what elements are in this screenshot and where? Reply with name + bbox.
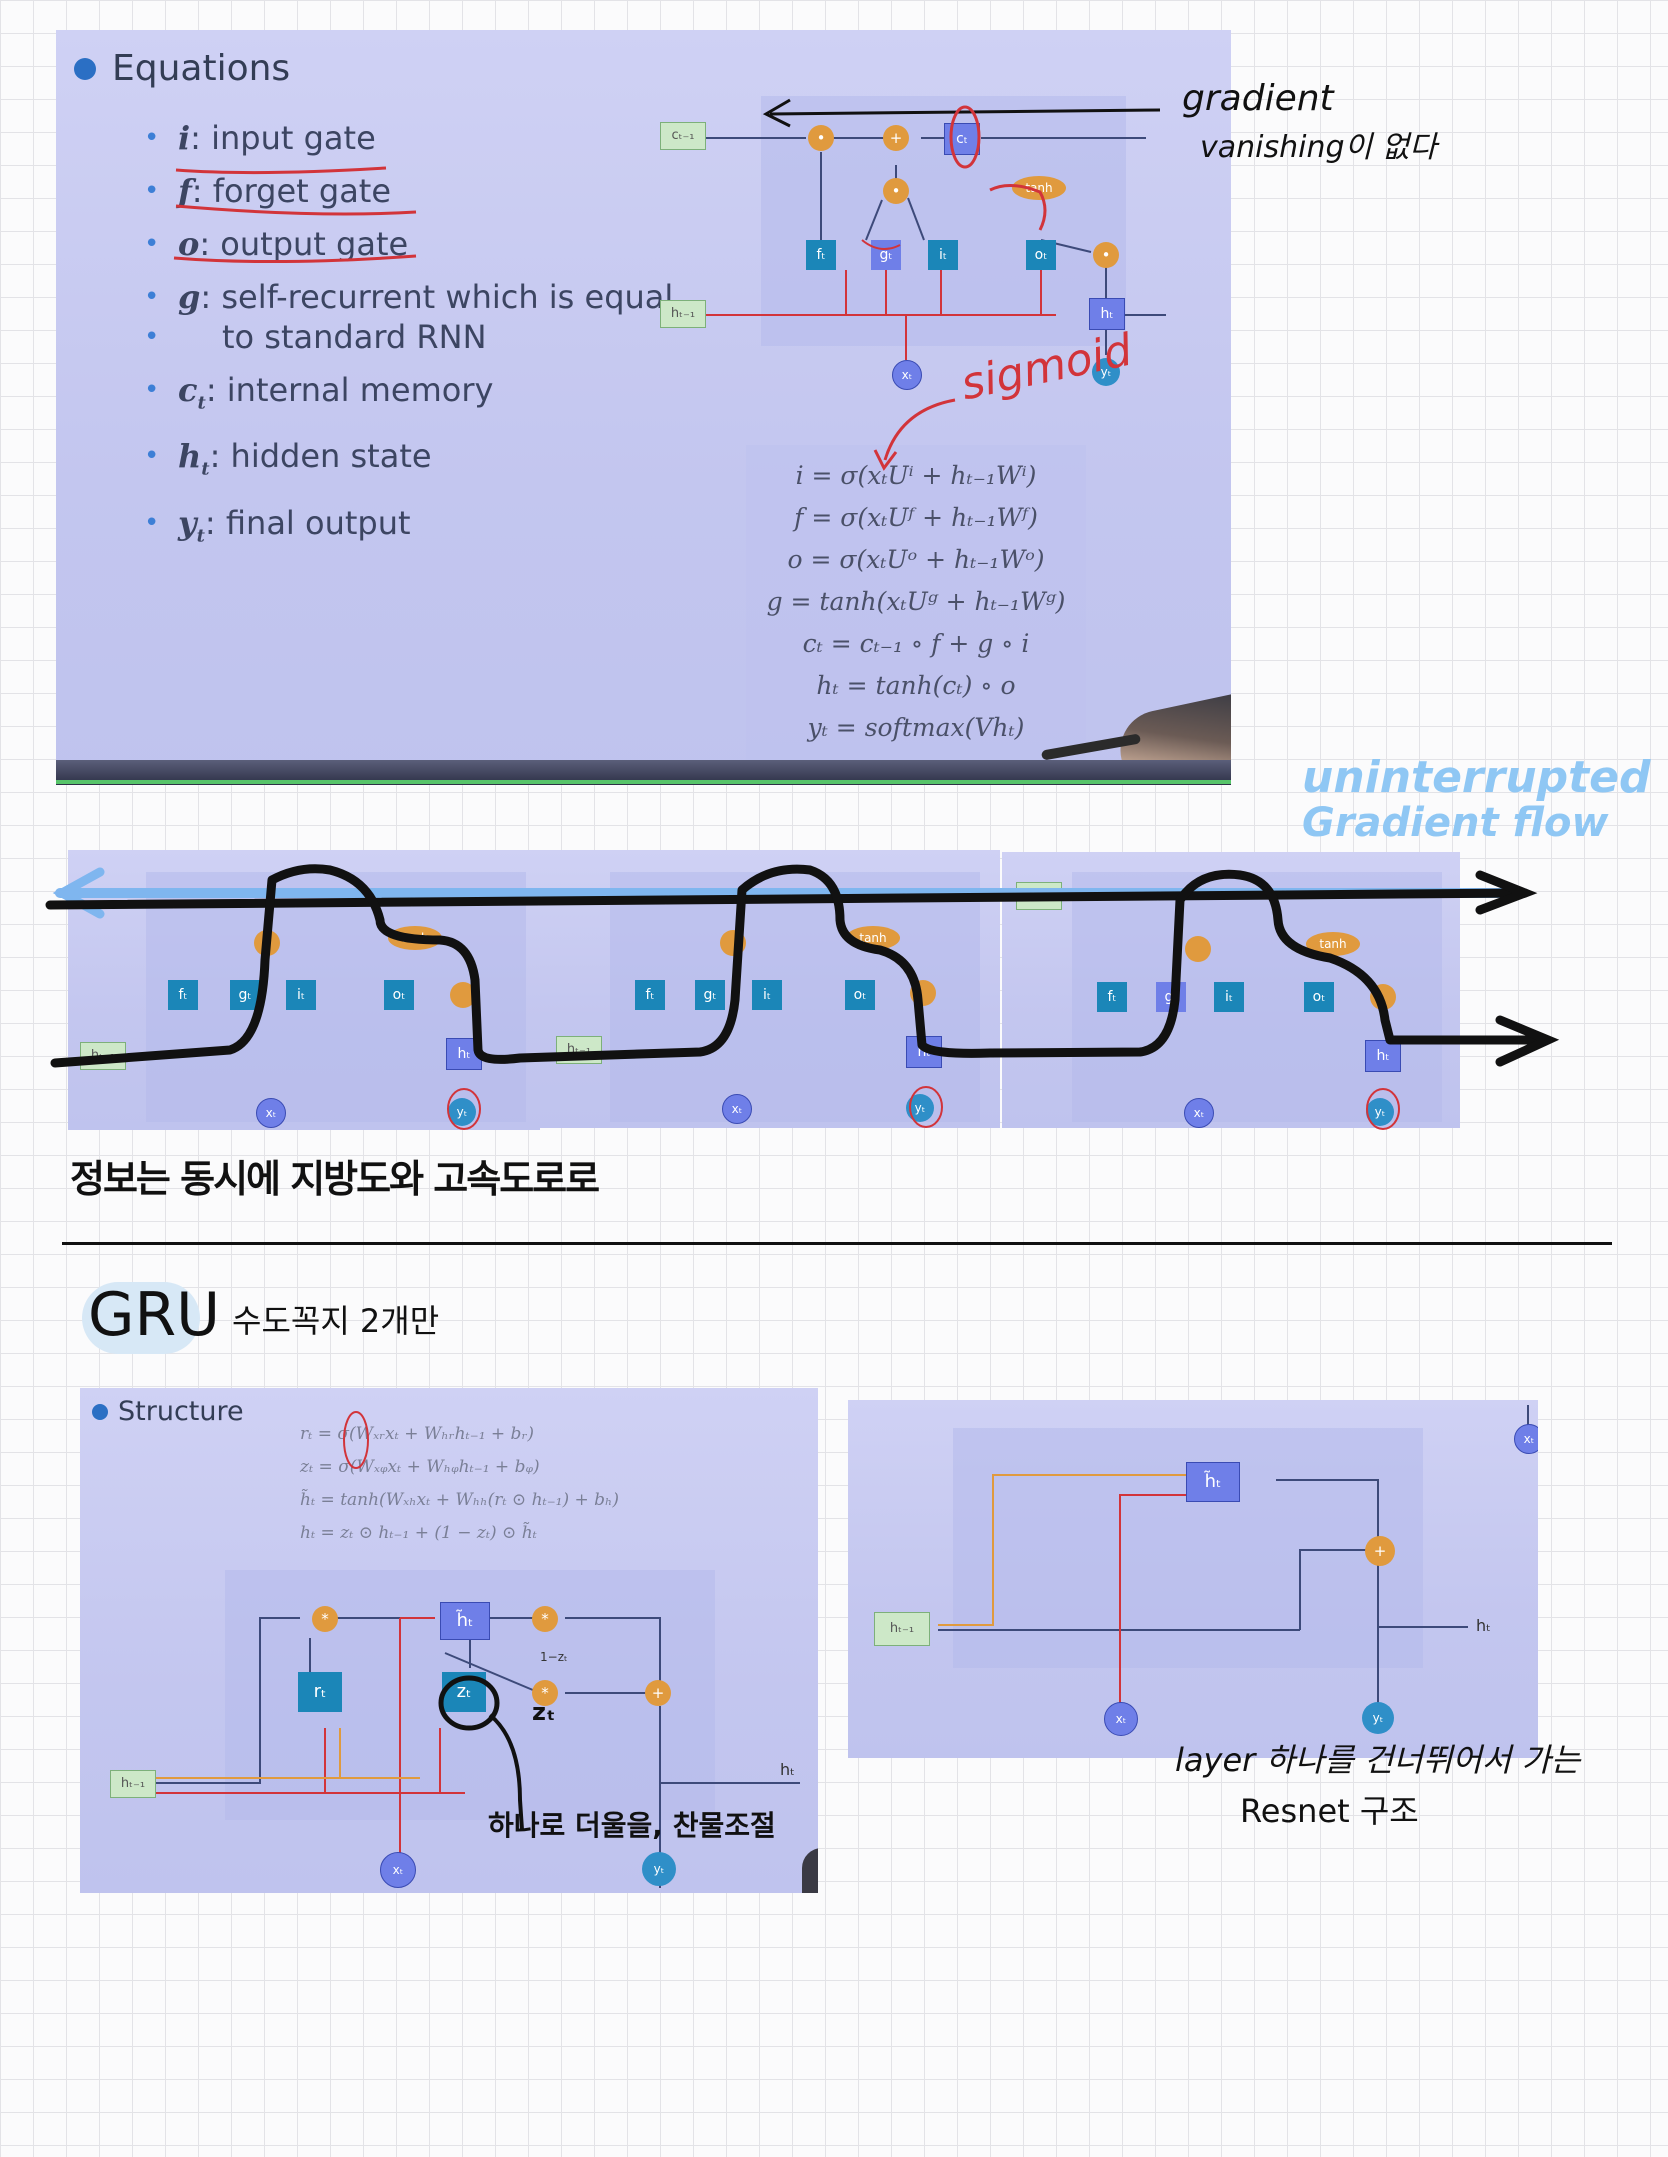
resnet-diagram-lines (848, 1400, 1538, 1758)
h-prev-input-box: hₜ₋₁ (874, 1612, 930, 1646)
yt-output-node: yₜ (1362, 1702, 1394, 1734)
note-update-gate: 하나로 더울을, 찬물조절 (488, 1804, 776, 1844)
xt-input-node: xₜ (1104, 1702, 1138, 1736)
note-skip-layer: layer 하나를 건너뛰어서 가는 (1175, 1735, 1580, 1781)
h-tilde-block: h̃ₜ (1186, 1462, 1240, 1502)
note-resnet-structure: Resnet 구조 (1240, 1786, 1419, 1832)
zt-handwritten-mark: zₜ (532, 1698, 555, 1726)
sum-op: + (1365, 1536, 1395, 1566)
resnet-like-slide: h̃ₜ + hₜ₋₁ hₜ xₜ yₜ xₜ (848, 1400, 1538, 1758)
xt-partial-node: xₜ (1514, 1424, 1538, 1454)
ht-output-label: hₜ (1476, 1616, 1491, 1635)
